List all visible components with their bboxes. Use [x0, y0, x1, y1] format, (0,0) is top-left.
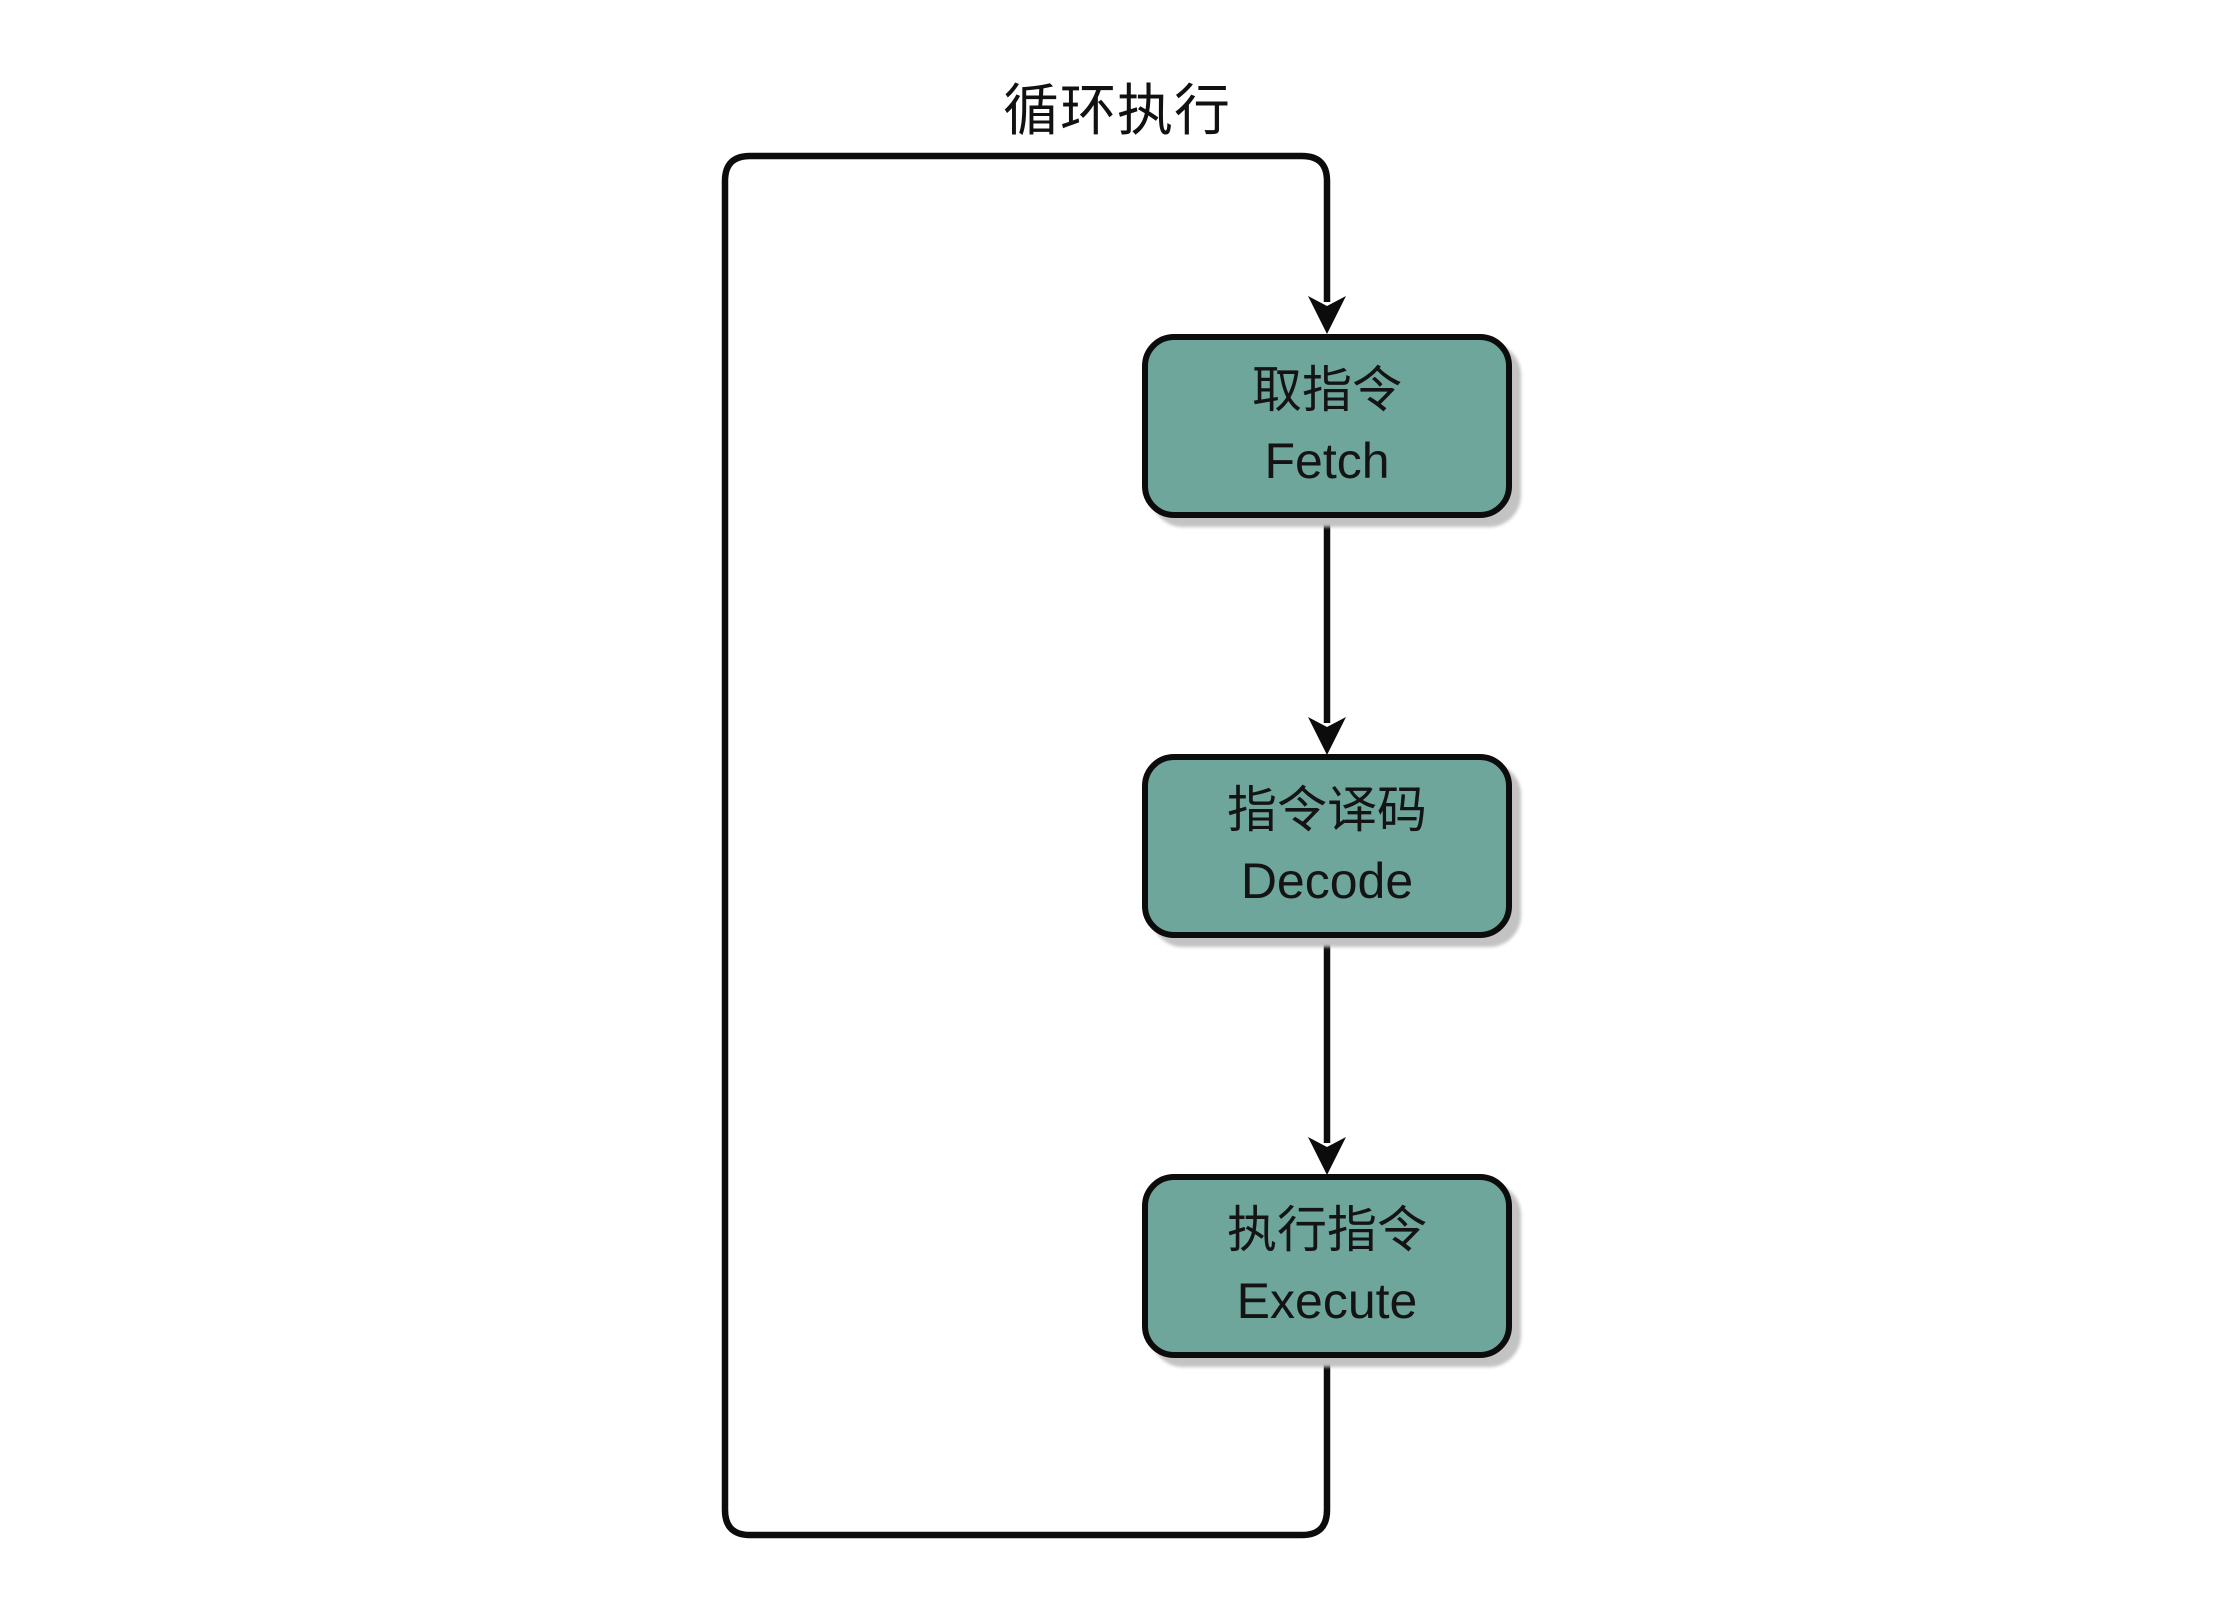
- node-fetch-label-en: Fetch: [1264, 433, 1390, 489]
- diagram-title: 循环执行: [1003, 79, 1231, 142]
- node-decode: 指令译码 Decode: [1142, 754, 1512, 938]
- arrowhead-into-decode: [1308, 717, 1346, 755]
- node-decode-label-zh: 指令译码: [1227, 782, 1427, 838]
- node-execute: 执行指令 Execute: [1142, 1174, 1512, 1358]
- node-execute-label-zh: 执行指令: [1227, 1202, 1427, 1258]
- node-fetch-label-zh: 取指令: [1252, 362, 1402, 418]
- node-execute-label-en: Execute: [1236, 1273, 1418, 1329]
- arrowhead-into-fetch: [1308, 296, 1346, 334]
- node-fetch: 取指令 Fetch: [1142, 334, 1512, 518]
- edge-execute-to-fetch-loop: [721, 152, 1331, 1539]
- arrowhead-into-execute: [1308, 1137, 1346, 1175]
- node-decode-label-en: Decode: [1240, 853, 1414, 909]
